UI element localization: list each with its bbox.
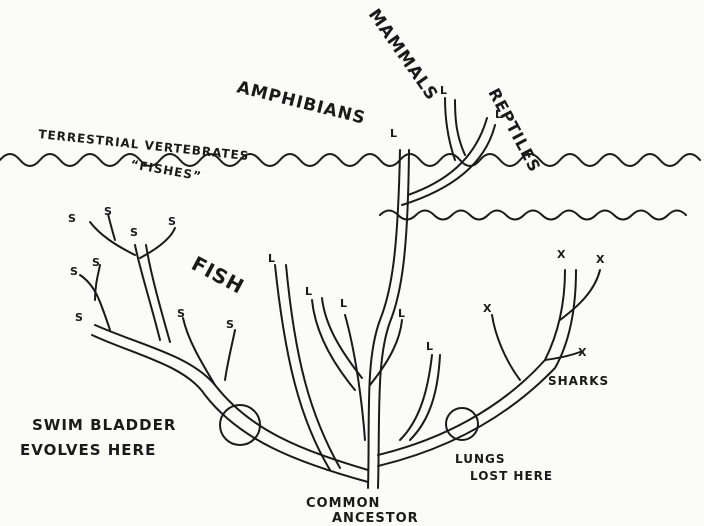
fish-branch-7: [139, 227, 176, 259]
water-surface-line-right: [379, 209, 687, 221]
fish-branch-6: [89, 221, 136, 256]
tip-s-4: S: [168, 215, 177, 228]
water-surface-line: [0, 153, 701, 167]
fish-branch-4-outline: [145, 244, 171, 343]
reptile-branch: [401, 124, 496, 206]
trunk-branch-outline: [377, 149, 410, 489]
tip-l-mid-d: L: [426, 340, 434, 353]
fish-branch-9: [94, 264, 101, 301]
tip-x-1: X: [557, 248, 566, 261]
tip-s-1: S: [68, 212, 77, 225]
tip-l-mammals: L: [440, 84, 448, 97]
mid-branch-a: [311, 299, 356, 391]
trunk-branch: [367, 149, 401, 489]
phylogenetic-tree: [79, 97, 601, 489]
shark-branch-x2: [544, 351, 581, 361]
tip-l-amphibians: L: [390, 127, 398, 140]
label-common-ancestor-line1: COMMON: [306, 496, 380, 511]
fish-branch-4: [134, 244, 161, 341]
label-lungs-lost-line2: LOST HERE: [470, 469, 553, 483]
tip-x-2: X: [596, 253, 605, 266]
tip-s-7: S: [75, 311, 84, 324]
tip-l-mid-a: L: [305, 285, 313, 298]
mid-branch-b: [344, 314, 366, 441]
lungs-lost-event-circle: [445, 407, 479, 441]
label-sharks: SHARKS: [548, 374, 609, 388]
fish-branch-3: [224, 329, 236, 381]
shark-branch-x3: [559, 269, 601, 321]
label-terrestrial-vertebrates: TERRESTRIAL VERTEBRATES: [38, 127, 250, 163]
label-amphibians: AMPHIBIANS: [235, 77, 368, 128]
lungfish-branch: [274, 264, 331, 471]
tip-l-lungfish: L: [268, 252, 276, 265]
tip-s-6: S: [92, 256, 101, 269]
mammal-branch-outline: [454, 99, 466, 156]
fish-main-branch-outline: [91, 334, 369, 483]
tip-s-8: S: [177, 307, 186, 320]
shark-branch-x1: [491, 314, 521, 381]
label-fish: FISH: [188, 251, 249, 299]
tip-l-mid-b: L: [340, 297, 348, 310]
swim-bladder-event-circle: [219, 404, 261, 446]
mid-branch-a-outline: [321, 297, 363, 379]
mammal-branch: [444, 97, 456, 161]
tip-marks: L L L L L L L L S S S S S S S S S X X X …: [68, 84, 605, 359]
label-mammals: MAMMALS: [364, 5, 442, 104]
tip-s-5: S: [70, 265, 79, 278]
lungfish-branch-outline: [285, 264, 341, 469]
fish-branch-8: [107, 213, 116, 241]
shark-main-branch-outline: [377, 269, 577, 467]
tip-x-4: X: [578, 346, 587, 359]
fish-branch-2: [182, 317, 216, 386]
label-swim-bladder-line2: EVOLVES HERE: [20, 441, 156, 459]
label-fishes: “FISHES”: [129, 157, 202, 183]
reptile-branch-outline: [407, 117, 488, 196]
fish-branch-5: [79, 274, 111, 331]
tip-l-reptiles: L: [495, 108, 503, 121]
mid-branch-d: [399, 354, 433, 441]
shark-main-branch: [377, 269, 566, 456]
label-common-ancestor-line2: ANCESTOR: [332, 511, 419, 526]
label-lungs-lost-line1: LUNGS: [455, 452, 506, 466]
tip-l-mid-c: L: [398, 307, 406, 320]
mid-branch-d-outline: [409, 354, 441, 441]
label-swim-bladder-line1: SWIM BLADDER: [32, 416, 176, 434]
tip-s-9: S: [226, 318, 235, 331]
tip-x-3: X: [483, 302, 492, 315]
tip-s-2: S: [104, 205, 113, 218]
tip-s-3: S: [130, 226, 139, 239]
mid-branch-c: [369, 319, 403, 386]
